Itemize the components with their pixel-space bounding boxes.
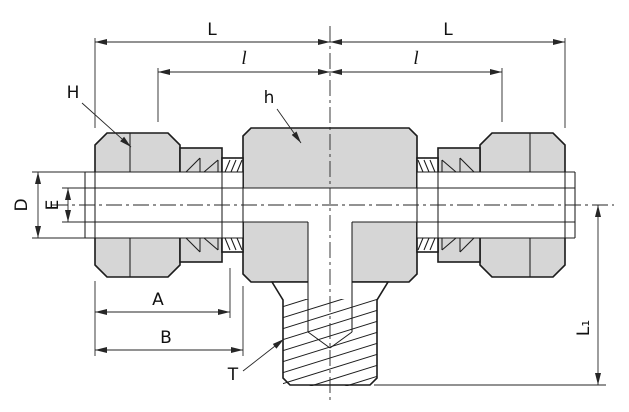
dimension-lines [35, 39, 601, 385]
leader-h [276, 108, 302, 144]
centerlines [52, 26, 614, 404]
dim-label-E: E [43, 200, 63, 211]
dim-label-L1: L₁ [574, 320, 594, 336]
dim-label-l-right: l [413, 48, 418, 69]
dim-label-T: T [227, 365, 239, 385]
dimension-labels: L L l l H h D E A B T L₁ [12, 20, 594, 385]
dim-label-h: h [264, 88, 275, 108]
dim-label-H: H [67, 83, 80, 103]
dim-label-L-right: L [443, 20, 453, 40]
dim-label-A: A [152, 290, 164, 310]
dim-label-D: D [12, 198, 32, 211]
dim-label-B: B [160, 328, 172, 348]
extension-lines [32, 38, 606, 386]
dim-label-l-left: l [241, 48, 246, 69]
leader-H [81, 102, 132, 148]
leader-T [242, 338, 285, 372]
dim-label-L-left: L [207, 20, 217, 40]
